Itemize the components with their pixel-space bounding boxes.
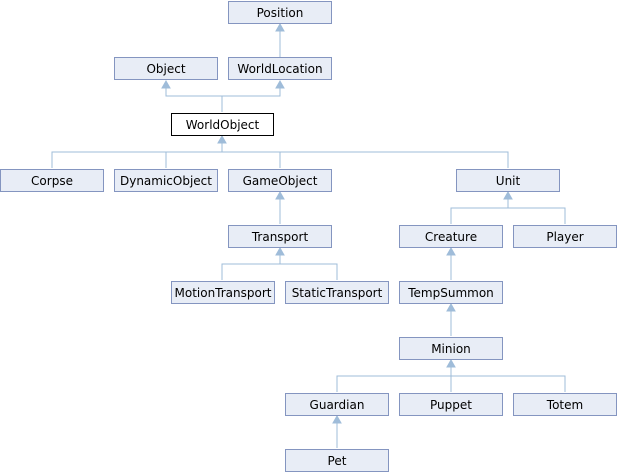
edge-minion-children bbox=[336, 358, 566, 392]
node-unit[interactable]: Unit bbox=[456, 169, 560, 192]
node-transport[interactable]: Transport bbox=[228, 225, 332, 248]
node-game-object[interactable]: GameObject bbox=[228, 169, 332, 192]
node-world-location[interactable]: WorldLocation bbox=[228, 57, 332, 80]
edge-transport-gameobject bbox=[275, 190, 285, 224]
edge-minion-tempsummon bbox=[446, 302, 456, 336]
node-world-object: WorldObject bbox=[171, 113, 274, 136]
node-totem[interactable]: Totem bbox=[513, 393, 617, 416]
node-temp-summon[interactable]: TempSummon bbox=[399, 281, 503, 304]
node-puppet[interactable]: Puppet bbox=[399, 393, 503, 416]
node-object[interactable]: Object bbox=[114, 57, 218, 80]
edge-worldobject-children bbox=[51, 134, 509, 168]
node-dynamic-object[interactable]: DynamicObject bbox=[114, 169, 218, 192]
edge-tempsummon-creature bbox=[446, 246, 456, 280]
node-player[interactable]: Player bbox=[513, 225, 617, 248]
node-corpse[interactable]: Corpse bbox=[0, 169, 104, 192]
node-creature[interactable]: Creature bbox=[399, 225, 503, 248]
edge-transport-children bbox=[221, 246, 338, 280]
edge-worldobject-parents bbox=[161, 79, 285, 112]
edge-worldlocation-position bbox=[275, 22, 285, 57]
node-motion-transport[interactable]: MotionTransport bbox=[171, 281, 275, 304]
edge-pet-guardian bbox=[332, 414, 342, 448]
edge-unit-children bbox=[450, 190, 566, 224]
node-pet[interactable]: Pet bbox=[285, 449, 389, 472]
node-guardian[interactable]: Guardian bbox=[285, 393, 389, 416]
node-position[interactable]: Position bbox=[228, 1, 332, 24]
node-static-transport[interactable]: StaticTransport bbox=[285, 281, 389, 304]
node-minion[interactable]: Minion bbox=[399, 337, 503, 360]
